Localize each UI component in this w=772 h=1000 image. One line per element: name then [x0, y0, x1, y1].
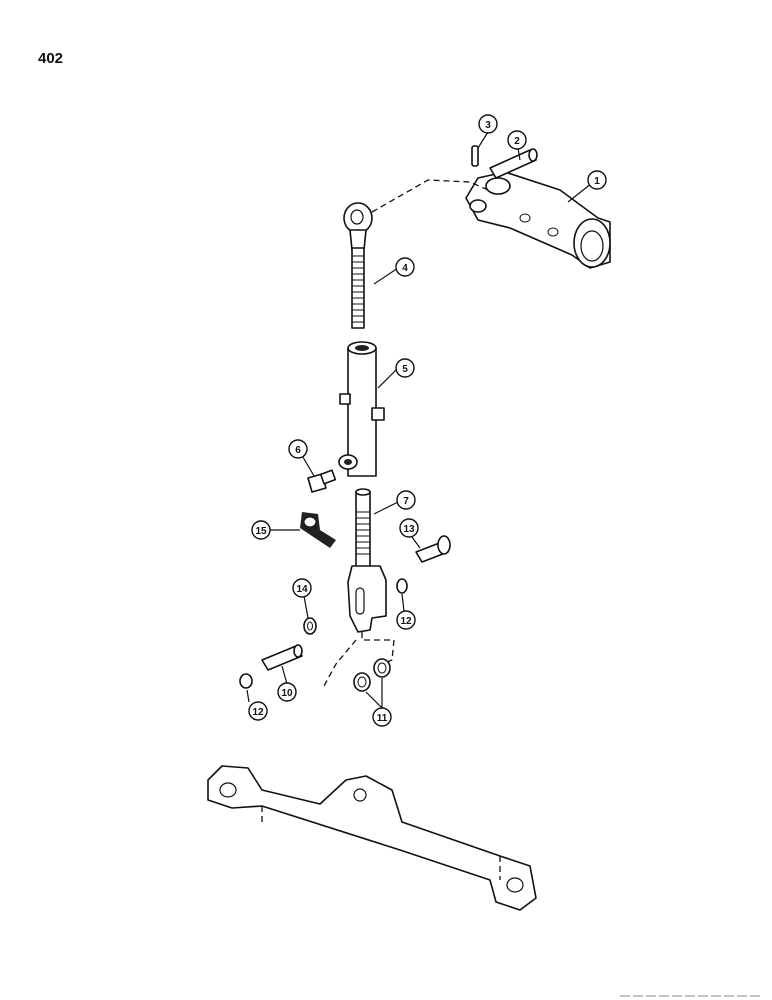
callout-3: 3 [478, 114, 498, 134]
svg-text:12: 12 [400, 616, 412, 627]
leader-lines [246, 131, 593, 709]
bracket-part [300, 512, 336, 548]
svg-text:5: 5 [402, 364, 408, 375]
pin-part [489, 148, 538, 179]
svg-text:1: 1 [594, 176, 600, 187]
svg-text:6: 6 [295, 445, 301, 456]
svg-text:7: 7 [403, 496, 409, 507]
lower-link-part [207, 765, 537, 911]
callout-1: 1 [587, 170, 607, 190]
callout-15: 15 [251, 520, 271, 540]
svg-text:10: 10 [281, 688, 293, 699]
svg-text:2: 2 [514, 136, 520, 147]
svg-text:13: 13 [403, 524, 415, 535]
clevis-pin-part [415, 535, 451, 563]
threaded-rod-end-part [343, 202, 373, 329]
svg-text:4: 4 [402, 263, 408, 274]
washers-part [353, 658, 391, 692]
callout-4: 4 [395, 257, 415, 277]
callout-12-left: 12 [248, 701, 268, 721]
adjusting-tube-part [338, 341, 385, 477]
svg-text:3: 3 [485, 120, 491, 131]
lift-arm-part [465, 171, 611, 269]
svg-text:14: 14 [296, 584, 308, 595]
bolt-part [307, 469, 337, 493]
svg-text:15: 15 [255, 526, 267, 537]
callout-10: 10 [277, 682, 297, 702]
clevis-rod-part [347, 488, 387, 633]
callout-13: 13 [399, 518, 419, 538]
callout-11: 11 [372, 707, 392, 727]
callout-6: 6 [288, 439, 308, 459]
callout-12-right: 12 [396, 610, 416, 630]
svg-text:11: 11 [377, 713, 388, 724]
pin-lower-part [261, 644, 303, 671]
assembly-line-arm [371, 179, 489, 213]
roll-pin-part [471, 145, 479, 167]
page-number: 402 [38, 50, 64, 67]
callout-14: 14 [292, 578, 312, 598]
clip-part [303, 617, 317, 635]
callout-2: 2 [507, 130, 527, 150]
washer-left-part [239, 673, 253, 689]
callout-7: 7 [396, 490, 416, 510]
assembly-line-washers [323, 632, 395, 687]
svg-text:12: 12 [252, 707, 264, 718]
callout-5: 5 [395, 358, 415, 378]
clip-right-part [396, 578, 408, 594]
